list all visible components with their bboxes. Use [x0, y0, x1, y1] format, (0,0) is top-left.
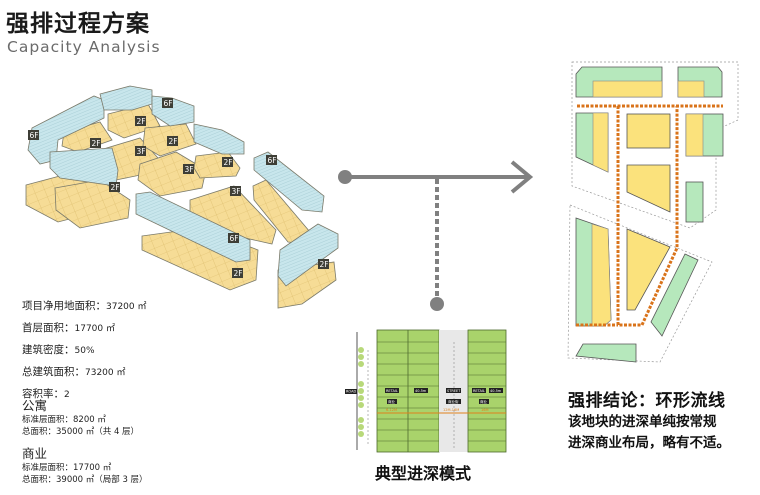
svg-text:2F: 2F — [234, 269, 243, 278]
site-block-yellow — [626, 113, 671, 149]
svg-text:RETAIL: RETAIL — [386, 389, 398, 393]
svg-text:6F: 6F — [268, 156, 277, 165]
flow-connector — [338, 160, 534, 311]
conclusion-body-line: 该地块的进深单纯按常规 — [568, 414, 717, 430]
stat-row: 首层面积：17700 ㎡ — [22, 322, 115, 334]
arrow-head-icon — [510, 160, 534, 194]
floor-tag: 3F — [230, 186, 241, 196]
residential-block — [99, 85, 153, 111]
svg-text:6F: 6F — [230, 234, 239, 243]
site-block-yellow — [685, 113, 704, 157]
page-title: 强排过程方案 — [6, 11, 150, 37]
site-block-yellow — [626, 228, 671, 311]
floor-tag: 2F — [222, 157, 233, 167]
group-line: 标准层面积：17700 ㎡ — [22, 463, 112, 473]
site-block-green — [650, 253, 699, 337]
site-block-green — [685, 181, 704, 223]
group-line: 标准层面积：8200 ㎡ — [22, 415, 106, 425]
svg-text:6F: 6F — [30, 131, 39, 140]
svg-text:2F: 2F — [137, 117, 146, 126]
floor-tag: 2F — [109, 182, 120, 192]
residential-block — [253, 151, 325, 213]
conclusion-heading: 强排结论：环形流线 — [568, 391, 726, 411]
apartment-group: 公寓 标准层面积：8200 ㎡ 总面积：35000 ㎡（共 4 层） — [22, 398, 139, 438]
svg-text:3F: 3F — [137, 147, 146, 156]
page-subtitle: Capacity Analysis — [7, 38, 161, 56]
circulation-loop — [576, 104, 723, 327]
floor-tag: 6F — [228, 233, 239, 243]
svg-text:3F: 3F — [232, 187, 241, 196]
site-block-yellow — [592, 112, 609, 173]
site-block-yellow — [626, 164, 671, 213]
commercial-block — [193, 151, 241, 179]
residential-block — [27, 95, 105, 165]
svg-text:2F: 2F — [224, 158, 233, 167]
floor-tag: 6F — [28, 130, 39, 140]
group-heading: 商业 — [22, 446, 48, 461]
svg-text:STREET: STREET — [447, 389, 461, 393]
massing-diagram — [25, 85, 339, 309]
site-block-yellow — [592, 80, 663, 98]
floor-tags: 6F 6F 2F 2F 3F 2F 2F 3F 2F 6F 3F 6F 2F 2… — [28, 98, 329, 278]
floor-tag: 3F — [183, 164, 194, 174]
stat-row: 容积率：2 — [22, 388, 70, 400]
conclusion-body-line: 进深商业布局，略有不适。 — [568, 435, 730, 451]
svg-text:2F: 2F — [92, 139, 101, 148]
residential-block — [193, 123, 245, 155]
svg-text:2F: 2F — [111, 183, 120, 192]
floor-tag: 6F — [162, 98, 173, 108]
site-block-yellow — [677, 80, 705, 98]
commercial-block — [137, 151, 207, 197]
svg-text:3F: 3F — [185, 165, 194, 174]
group-line: 总面积：35000 ㎡（共 4 层） — [22, 427, 140, 437]
svg-text:6-12M: 6-12M — [386, 408, 397, 412]
project-stats: 项目净用地面积：37200 ㎡ 首层面积：17700 ㎡ 建筑密度：50% 总建… — [22, 296, 147, 406]
connector-end-dot — [430, 297, 444, 311]
svg-text:40.5m: 40.5m — [415, 389, 427, 393]
site-plan — [567, 61, 739, 363]
floor-tag: 2F — [167, 136, 178, 146]
svg-text:16M: 16M — [481, 408, 488, 412]
typical-depth-diagram: ROAD RETAIL 40.5m STREET RETAIL 40.5m 商业… — [345, 329, 507, 453]
svg-text:2F: 2F — [320, 260, 329, 269]
svg-text:ROAD: ROAD — [346, 390, 357, 394]
svg-text:12M-16M: 12M-16M — [443, 408, 459, 412]
stat-row: 建筑密度：50% — [22, 344, 95, 356]
typical-mode-caption: 典型进深模式 — [375, 464, 472, 483]
conclusion: 强排结论：环形流线 该地块的进深单纯按常规 进深商业布局，略有不适。 — [568, 386, 730, 453]
residential-block — [135, 191, 251, 263]
svg-text:RETAIL: RETAIL — [473, 389, 485, 393]
svg-text:2F: 2F — [169, 137, 178, 146]
stat-row: 项目净用地面积：37200 ㎡ — [22, 300, 147, 312]
svg-text:商业: 商业 — [388, 399, 396, 404]
site-block-yellow — [591, 223, 612, 327]
svg-text:6F: 6F — [164, 99, 173, 108]
floor-tag: 6F — [266, 155, 277, 165]
svg-text:40.5m: 40.5m — [490, 389, 502, 393]
floor-tag: 2F — [318, 259, 329, 269]
svg-text:商业街: 商业街 — [448, 399, 459, 404]
stat-row: 总建筑面积：73200 ㎡ — [22, 366, 126, 378]
floor-tag: 3F — [135, 146, 146, 156]
commercial-group: 商业 标准层面积：17700 ㎡ 总面积：39000 ㎡（局部 3 层） — [22, 446, 148, 486]
floor-tag: 2F — [135, 116, 146, 126]
svg-text:商业: 商业 — [480, 399, 488, 404]
group-heading: 公寓 — [22, 398, 48, 413]
group-line: 总面积：39000 ㎡（局部 3 层） — [22, 475, 148, 485]
site-block-green — [575, 343, 637, 363]
residential-block — [277, 223, 339, 287]
floor-tag: 2F — [232, 268, 243, 278]
floor-tag: 2F — [90, 138, 101, 148]
